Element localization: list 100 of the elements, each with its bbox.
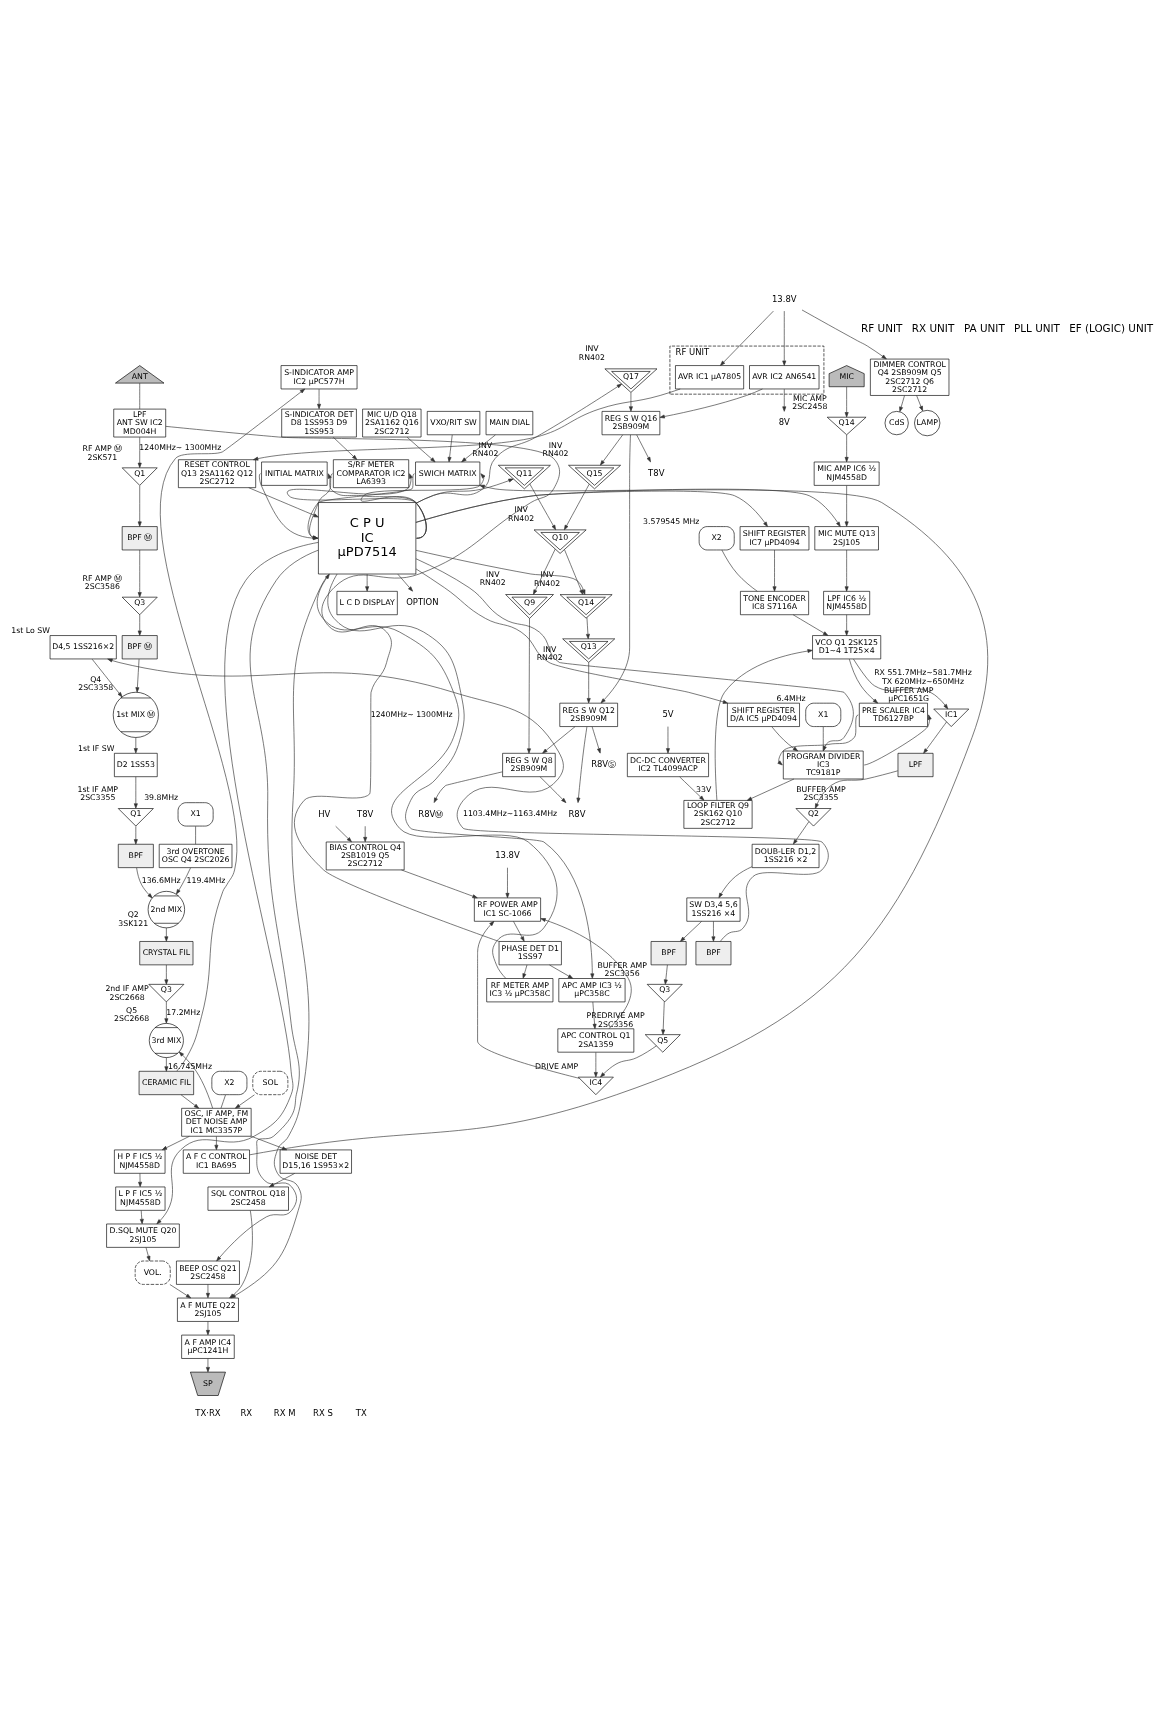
legend-label: RX M: [273, 1407, 296, 1418]
arrow: [136, 867, 153, 898]
arrow: [629, 391, 633, 412]
arrow: [415, 383, 622, 504]
arrow: [659, 388, 763, 418]
arrow: [135, 658, 140, 692]
arrow: [844, 484, 849, 527]
arrow: [180, 1094, 200, 1109]
node-text: HV: [318, 808, 331, 819]
arrow: [923, 721, 947, 754]
arrow: [782, 388, 787, 412]
arrow: [133, 736, 138, 753]
label: PA UNIT: [964, 321, 1005, 334]
arrow: [268, 1172, 296, 1187]
arrow: [592, 1001, 597, 1029]
arrow: [447, 434, 453, 462]
arrow: [772, 549, 777, 592]
arrow: [586, 661, 591, 703]
arrow: [216, 549, 319, 1261]
node-text: T8V: [357, 808, 374, 819]
arrow: [916, 394, 923, 411]
label: PLL UNIT: [1014, 321, 1060, 334]
arrow: [159, 388, 306, 1071]
arrow: [214, 1135, 219, 1150]
arrow: [406, 436, 436, 462]
arrow: [235, 1094, 255, 1109]
arrow: [164, 1056, 169, 1072]
arrow: [529, 483, 556, 530]
arrow: [415, 490, 768, 527]
arrow: [661, 1000, 666, 1035]
arrow: [415, 488, 841, 527]
arrow: [477, 920, 580, 1079]
arrow: [138, 1172, 142, 1187]
arrow: [206, 1357, 210, 1372]
arrow: [164, 1001, 169, 1023]
arrow: [848, 658, 879, 703]
arrow: [307, 472, 415, 539]
arrow: [844, 613, 849, 636]
arrow: [522, 964, 528, 979]
arrow: [415, 568, 729, 704]
connector: [139, 382, 141, 409]
node-text: 8V: [778, 416, 790, 427]
arrow: [714, 648, 813, 801]
arrow: [593, 1051, 598, 1077]
arrow: [814, 769, 899, 809]
arrow: [91, 658, 123, 697]
arrow: [259, 472, 319, 540]
arrow: [771, 725, 799, 751]
connector: [165, 425, 560, 942]
arrow: [720, 310, 774, 366]
node-text: 13.8V: [495, 849, 520, 860]
legend-label: TX: [355, 1407, 367, 1418]
arrow: [317, 388, 321, 409]
arrow: [711, 920, 716, 942]
arrow: [401, 869, 478, 898]
arrow: [600, 434, 623, 465]
arrow: [600, 1045, 657, 1077]
arrow: [679, 775, 705, 801]
arrow: [327, 472, 427, 539]
arrow: [137, 549, 142, 597]
arrow: [137, 436, 142, 468]
arrow: [249, 484, 988, 1155]
arrow: [844, 549, 849, 592]
node-text: T8V: [648, 467, 665, 478]
arrow: [365, 573, 370, 591]
arrow: [663, 964, 668, 985]
arrow: [161, 1135, 190, 1150]
label: EF (LOGIC) UNIT: [1069, 321, 1154, 334]
arrow: [145, 1246, 151, 1261]
arrow: [248, 486, 319, 517]
arrow: [335, 825, 352, 842]
arrow: [636, 434, 651, 462]
label: RX UNIT: [911, 321, 955, 334]
arrow: [433, 771, 503, 803]
arrow: [680, 920, 702, 942]
arrow: [287, 472, 427, 539]
arrow: [666, 725, 670, 753]
legend-label: TX·RX: [195, 1407, 221, 1418]
arrow: [178, 1051, 213, 1108]
node-box: C P U IC μPD7514: [318, 501, 417, 574]
arrow: [253, 388, 681, 461]
node-text: OPTION: [406, 596, 439, 607]
arrow: [844, 386, 849, 417]
arrow: [513, 920, 525, 942]
arrow: [746, 778, 795, 801]
arrow: [505, 866, 510, 898]
legend-label: RX: [240, 1407, 253, 1418]
arrow: [415, 549, 586, 595]
arrow: [156, 541, 319, 1224]
node-text: R8V: [568, 808, 586, 819]
arrow: [801, 309, 887, 359]
arrow: [327, 573, 595, 979]
arrow: [564, 548, 584, 595]
arrow: [576, 725, 588, 803]
arrow: [844, 434, 849, 462]
arrow: [133, 775, 138, 809]
arrow: [206, 1320, 210, 1335]
arrow: [586, 616, 590, 639]
arrow: [549, 964, 574, 979]
arrow: [591, 725, 601, 753]
